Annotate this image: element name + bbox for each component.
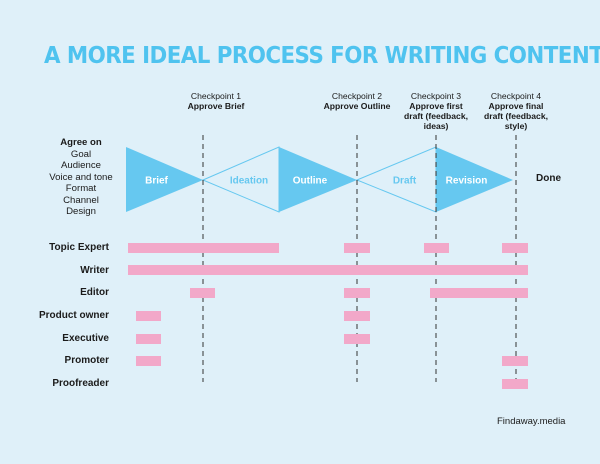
agree-item-goal: Goal <box>70 148 92 160</box>
role-4-bar-1 <box>136 311 161 321</box>
stage-revision-label: Revision <box>446 176 488 187</box>
role-label-editor: Editor <box>80 287 109 298</box>
checkpoint-4-label: Checkpoint 4 Approve final draft (feedba… <box>470 91 562 131</box>
role-1-bar-1 <box>128 243 279 253</box>
checkpoint-4-title: Checkpoint 4 <box>490 91 542 101</box>
role-label-topic-expert: Topic Expert <box>49 242 109 253</box>
stage-labels: Brief Ideation Outline Draft Revision <box>145 176 487 187</box>
checkpoint-2-line-1: Approve Outline <box>323 101 391 111</box>
checkpoint-3-line-1: Approve first <box>409 101 463 111</box>
checkpoint-4-line-2: draft (feedback, <box>484 111 548 121</box>
involvement-bars <box>128 243 528 389</box>
agree-on-list: Agree on Goal Audience Voice and tone Fo… <box>40 137 122 218</box>
role-label-product-owner: Product owner <box>38 310 109 321</box>
checkpoint-2-label: Checkpoint 2 Approve Outline <box>311 91 403 111</box>
page-title: A MORE IDEAL PROCESS FOR WRITING CONTENT <box>44 43 600 69</box>
role-7-bar-1 <box>502 379 528 389</box>
checkpoint-3-line-2: draft (feedback, <box>404 111 468 121</box>
role-5-bar-1 <box>136 334 161 344</box>
checkpoint-1-title: Checkpoint 1 <box>190 91 242 101</box>
role-1-bar-2 <box>344 243 370 253</box>
role-3-bar-3 <box>430 288 528 298</box>
checkpoint-3-title: Checkpoint 3 <box>410 91 462 101</box>
stage-revision-shape <box>436 147 513 212</box>
stage-outline-label: Outline <box>293 176 328 187</box>
role-1-bar-3 <box>424 243 449 253</box>
role-6-bar-1 <box>136 356 161 366</box>
agree-on-heading: Agree on <box>60 137 102 148</box>
stage-outline-shape <box>279 147 357 212</box>
role-3-bar-2 <box>344 288 370 298</box>
done-label: Done <box>536 173 561 184</box>
agree-item-design: Design <box>66 206 96 217</box>
agree-item-voice: Voice and tone <box>49 171 113 183</box>
role-label-writer: Writer <box>80 265 109 276</box>
checkpoint-3-line-3: ideas) <box>423 121 449 131</box>
role-label-executive: Executive <box>62 333 109 344</box>
role-2-bar-1 <box>128 265 528 275</box>
role-3-bar-1 <box>190 288 215 298</box>
role-label-promoter: Promoter <box>64 355 109 366</box>
agree-item-audience: Audience <box>60 160 101 171</box>
stage-ideation-label: Ideation <box>230 176 268 187</box>
agree-item-format: Format <box>65 183 97 194</box>
role-6-bar-2 <box>502 356 528 366</box>
role-5-bar-2 <box>344 334 370 344</box>
checkpoint-4-line-3: style) <box>504 121 528 131</box>
checkpoint-1-label: Checkpoint 1 Approve Brief <box>170 91 262 111</box>
checkpoint-2-title: Checkpoint 2 <box>331 91 383 101</box>
checkpoint-1-line-1: Approve Brief <box>187 101 245 111</box>
stage-brief-label: Brief <box>145 176 168 187</box>
stage-layer <box>126 146 513 213</box>
checkpoint-4-line-1: Approve final <box>488 101 544 111</box>
role-label-proofreader: Proofreader <box>52 378 109 389</box>
credit-text: Findaway.media <box>497 416 566 427</box>
stage-brief-shape <box>126 147 203 212</box>
checkpoint-3-label: Checkpoint 3 Approve first draft (feedba… <box>390 91 482 131</box>
stage-draft-label: Draft <box>393 176 417 187</box>
role-4-bar-2 <box>344 311 370 321</box>
role-1-bar-4 <box>502 243 528 253</box>
agree-item-channel: Channel <box>63 194 99 206</box>
